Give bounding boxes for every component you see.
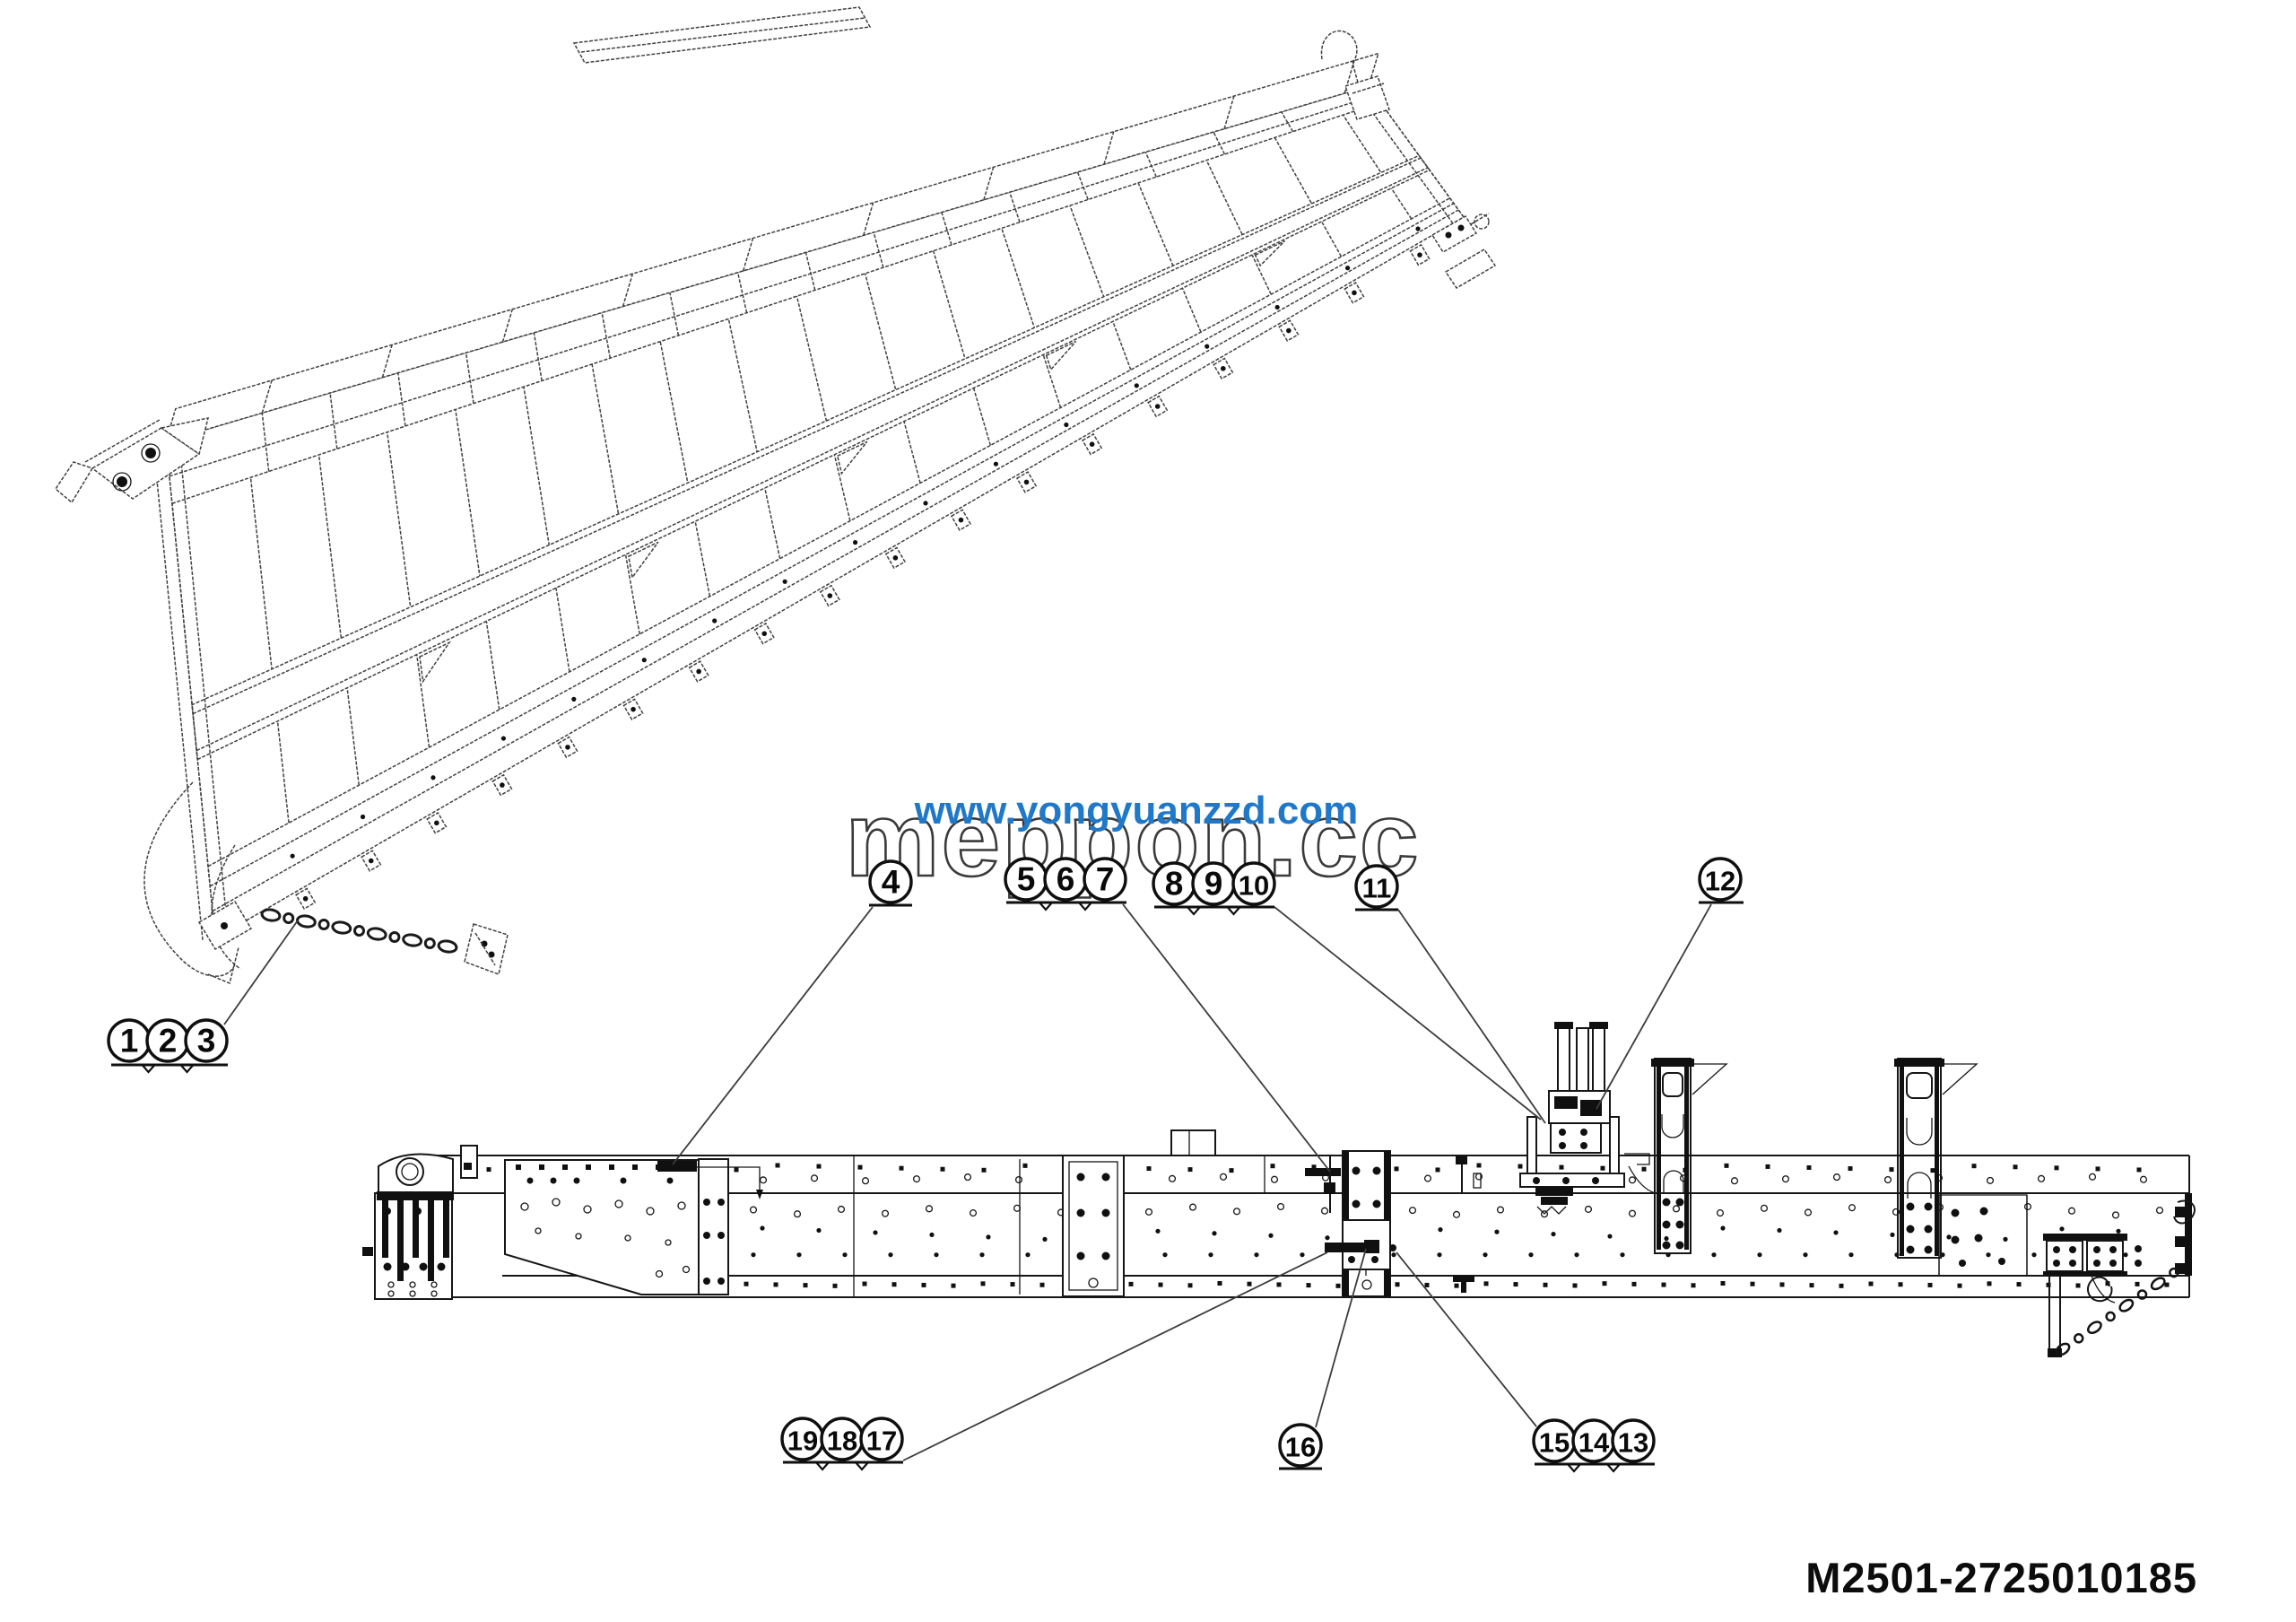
svg-text:4: 4	[882, 864, 900, 901]
callout-group-4: 4	[672, 859, 913, 1165]
rear-hinge-parts	[1431, 213, 1497, 290]
balloon-10[interactable]: 10	[1231, 861, 1276, 906]
front-bumper-assembly	[362, 1145, 478, 1300]
balloon-3[interactable]: 3	[184, 1018, 229, 1063]
underline-tick	[141, 1064, 156, 1074]
balloon-1[interactable]: 1	[107, 1018, 152, 1063]
rear-safety-chain	[2055, 1267, 2179, 1356]
stake-pocket	[1170, 1129, 1216, 1156]
watermark-brand: meppon.cc	[846, 780, 1421, 899]
balloon-18[interactable]: 18	[820, 1417, 865, 1461]
front-corner-hinge	[144, 781, 253, 985]
balloon-15[interactable]: 15	[1532, 1418, 1577, 1463]
balloon-14[interactable]: 14	[1571, 1418, 1616, 1463]
underline-tick	[1567, 1463, 1581, 1473]
underline-tick	[1078, 902, 1092, 911]
drawing-number: M2501-2725010185	[1805, 1554, 2197, 1601]
underline-tick	[815, 1461, 830, 1471]
svg-text:9: 9	[1205, 866, 1223, 903]
callout-group-12: 12	[1596, 857, 1744, 1110]
svg-text:7: 7	[1096, 861, 1115, 898]
chain-end-bracket	[464, 923, 509, 975]
leader-line	[1315, 1248, 1367, 1428]
balloon-13[interactable]: 13	[1611, 1418, 1656, 1463]
watermark-url: www.yongyuanzzd.com	[914, 789, 1359, 833]
under-frame-fitting	[1453, 1276, 1474, 1293]
leader-line	[223, 920, 299, 1025]
pipe-clamp-part567	[1305, 1155, 1341, 1213]
underline-tick	[1606, 1463, 1621, 1473]
balloon-6[interactable]: 6	[1043, 857, 1088, 902]
underline-tick	[1039, 902, 1053, 911]
pin-fitting	[1456, 1156, 1482, 1193]
balloon-4[interactable]: 4	[868, 859, 913, 904]
rear-corner-post	[1320, 30, 1390, 120]
balloon-11[interactable]: 11	[1354, 864, 1399, 909]
callout-group-11: 11	[1354, 864, 1546, 1124]
svg-text:19: 19	[787, 1426, 818, 1457]
svg-text:12: 12	[1705, 866, 1735, 897]
svg-text:11: 11	[1362, 873, 1392, 904]
spring-hanger-post-2	[1894, 1058, 1979, 1259]
balloon-17[interactable]: 17	[859, 1417, 904, 1461]
leader-line	[1122, 903, 1331, 1173]
callout-group-19-18-17: 19 18 17	[780, 1251, 1328, 1471]
rear-hinge-assembly	[1938, 1193, 2196, 1357]
svg-text:15: 15	[1539, 1427, 1570, 1459]
balloon-9[interactable]: 9	[1191, 861, 1236, 906]
leader-line	[1397, 909, 1546, 1124]
spring-hanger-post-1	[1651, 1058, 1728, 1254]
underline-tick	[1187, 906, 1201, 916]
svg-text:14: 14	[1578, 1427, 1610, 1459]
front-corner-plate	[55, 417, 210, 504]
balloon-2[interactable]: 2	[145, 1018, 190, 1063]
svg-text:10: 10	[1239, 870, 1269, 902]
underline-tick	[179, 1064, 195, 1074]
svg-text:6: 6	[1057, 861, 1075, 898]
svg-text:13: 13	[1618, 1427, 1648, 1459]
chassis-rivet-dots	[486, 1163, 2170, 1288]
leader-line	[902, 1251, 1328, 1461]
leader-line	[1274, 906, 1542, 1121]
leader-line	[1396, 1251, 1537, 1427]
lift-cylinder-mount	[1519, 1022, 1657, 1215]
tailgate-chain	[260, 908, 458, 954]
chassis-frame-parts	[362, 1022, 2196, 1357]
balloon-7[interactable]: 7	[1083, 857, 1127, 902]
svg-text:3: 3	[197, 1023, 216, 1060]
svg-text:1: 1	[120, 1023, 139, 1060]
front-gusset-plate	[504, 1159, 708, 1295]
underline-tick	[855, 1461, 869, 1471]
balloon-5[interactable]: 5	[1004, 857, 1048, 902]
web-bolt-plate-1	[698, 1158, 729, 1295]
svg-text:17: 17	[866, 1426, 897, 1457]
lower-bracket-part13-19	[1325, 1219, 1396, 1276]
svg-text:5: 5	[1017, 861, 1036, 898]
svg-text:8: 8	[1165, 866, 1184, 903]
balloon-19[interactable]: 19	[780, 1417, 825, 1461]
tipper-body-figure	[164, 52, 1465, 940]
callout-group-16: 16	[1278, 1248, 1367, 1470]
svg-text:16: 16	[1285, 1432, 1316, 1463]
balloon-8[interactable]: 8	[1152, 861, 1196, 906]
underline-tick	[1226, 906, 1241, 916]
leader-line	[1596, 903, 1712, 1110]
clamp-bar-part4	[657, 1161, 763, 1199]
balloon-12[interactable]: 12	[1698, 857, 1743, 902]
svg-text:18: 18	[827, 1426, 857, 1457]
leader-line	[672, 906, 874, 1165]
balloon-16[interactable]: 16	[1278, 1423, 1323, 1468]
web-bolt-plate-2	[1062, 1155, 1125, 1297]
tipper-body-details	[55, 6, 1497, 985]
svg-text:2: 2	[159, 1023, 178, 1060]
